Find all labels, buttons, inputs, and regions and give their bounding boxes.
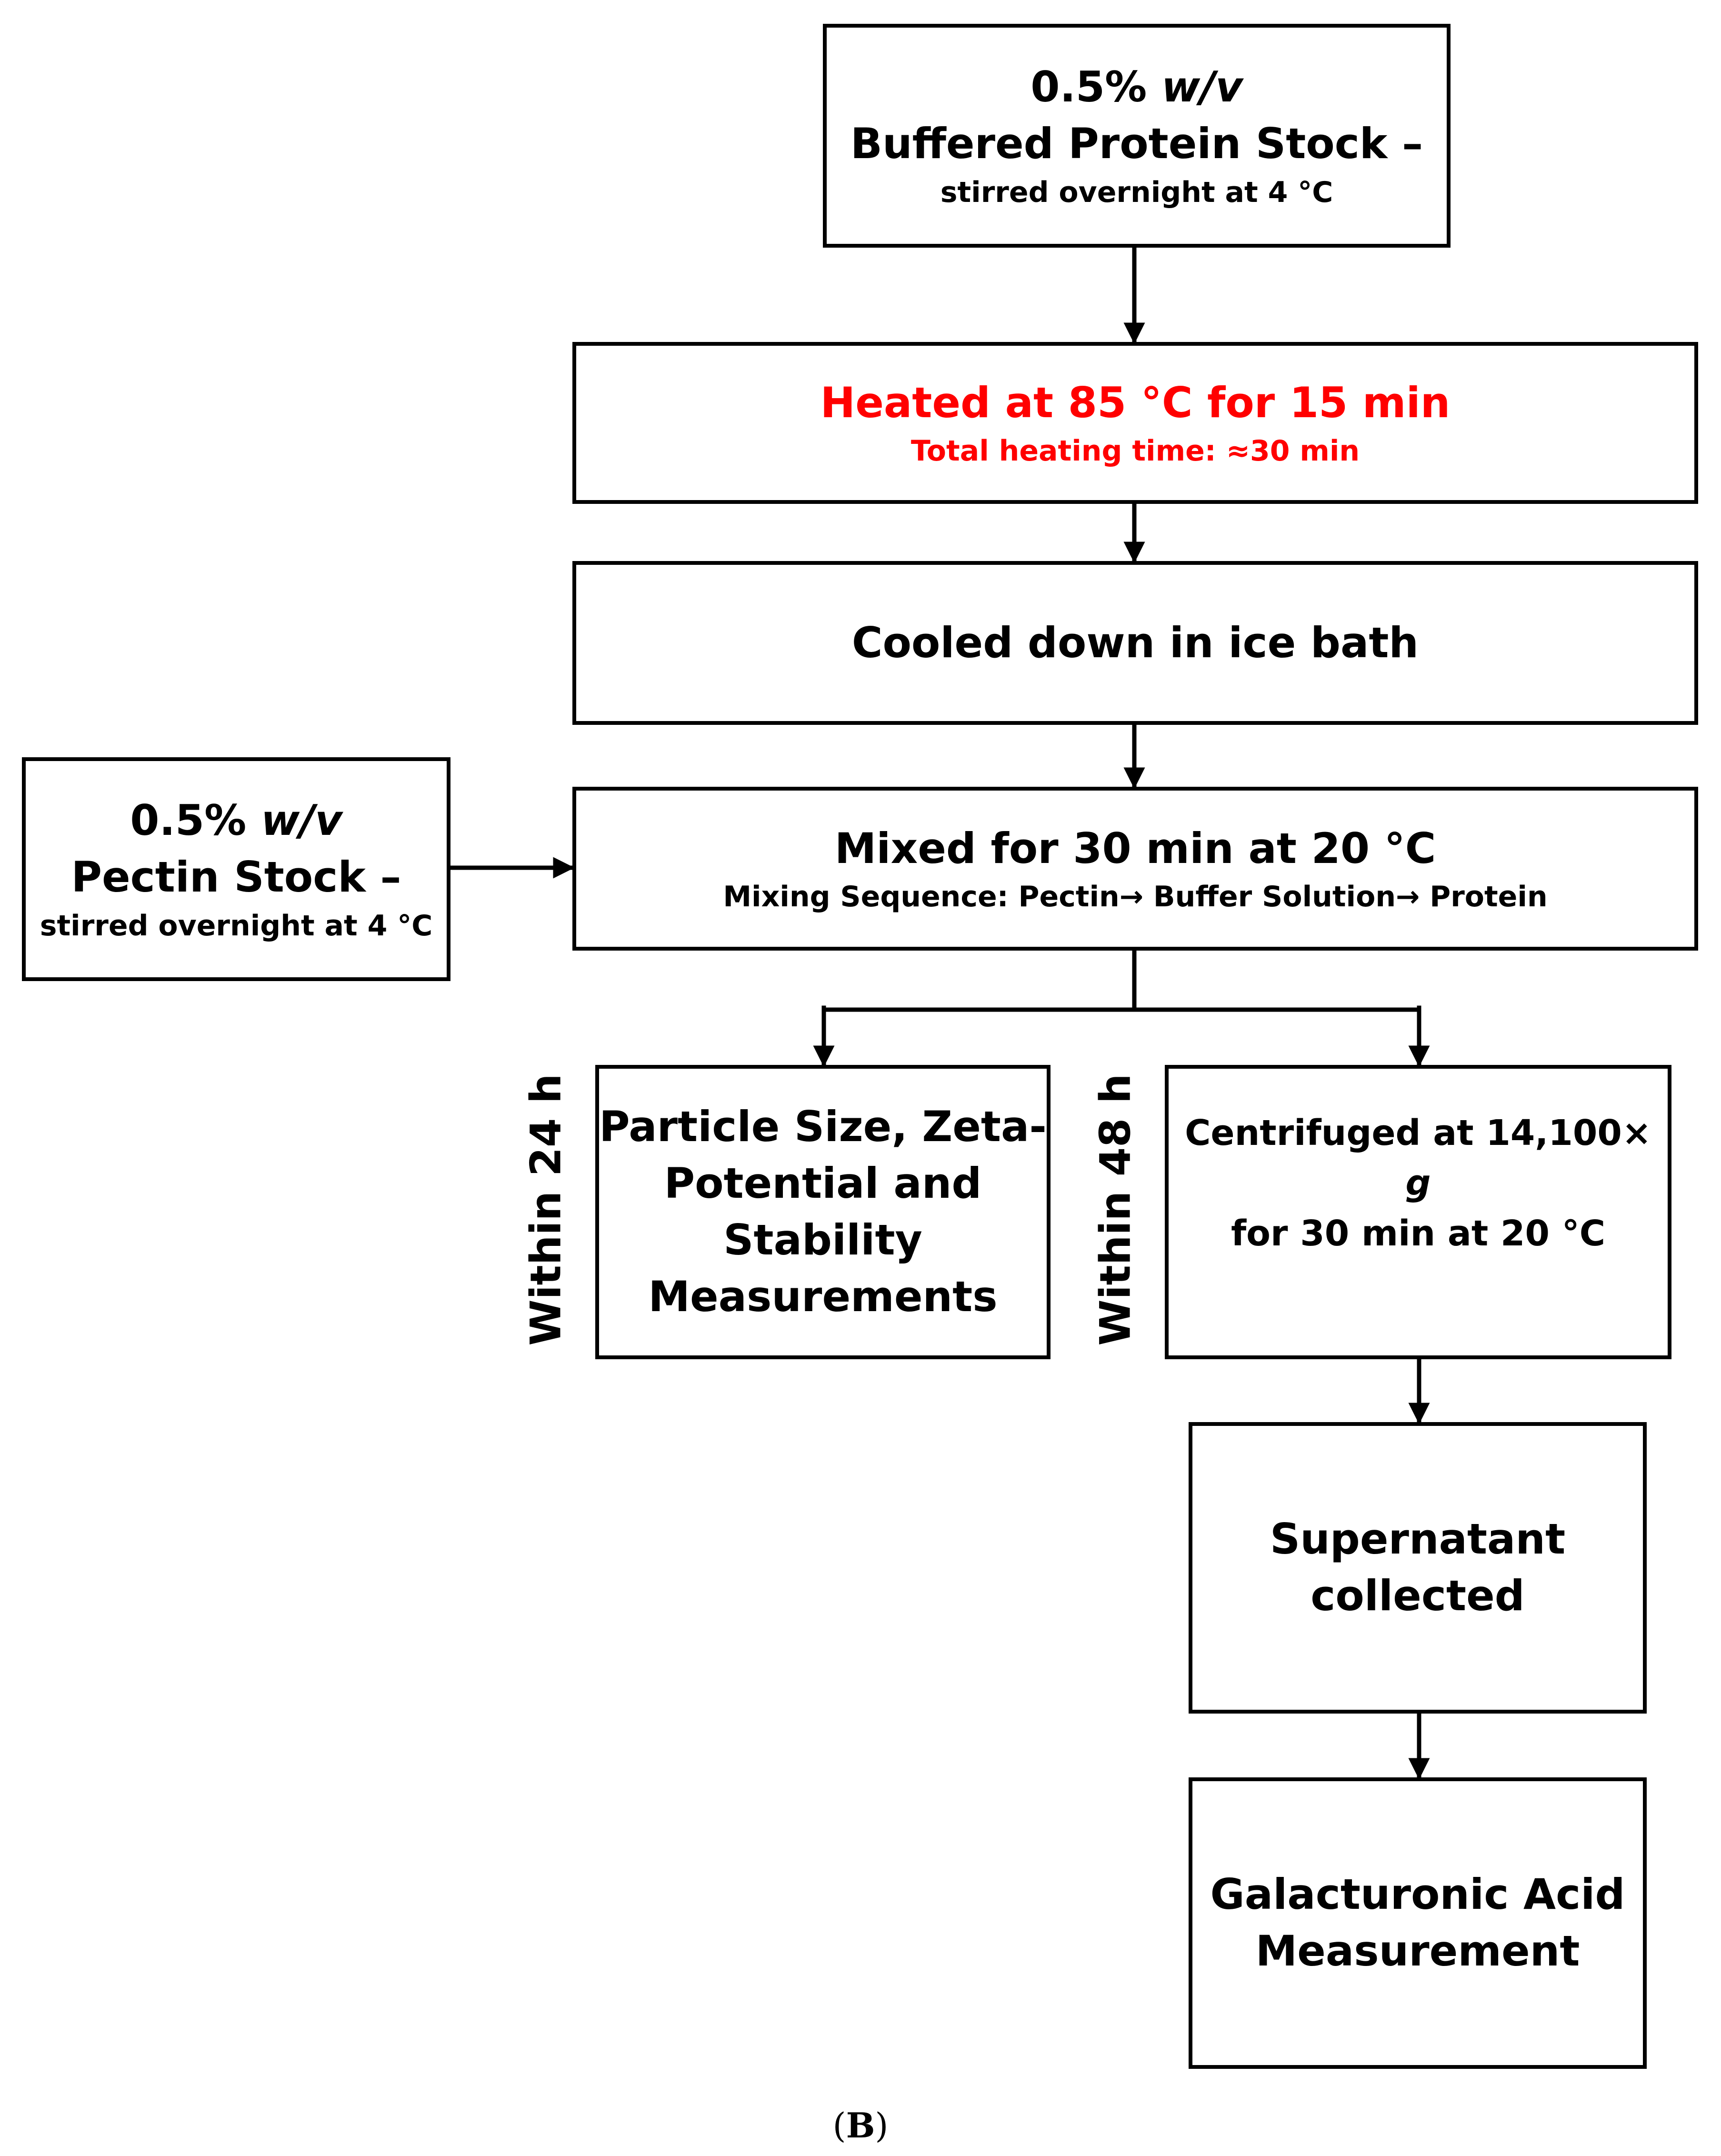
pectin-stock-concentration: 0.5% w/v — [130, 796, 342, 845]
measurements-line4: Measurements — [648, 1272, 998, 1321]
protein-stock-note: stirred overnight at 4 °C — [940, 175, 1333, 209]
mixing-sequence: Mixing Sequence: Pectin→ Buffer Solution… — [723, 880, 1548, 914]
protein-stock-title: Buffered Protein Stock – — [850, 119, 1423, 168]
heating-title: Heated at 85 °C for 15 min — [820, 378, 1451, 427]
within-24h-label: Within 24 h — [521, 1073, 570, 1346]
mixing-title: Mixed for 30 min at 20 °C — [834, 823, 1436, 873]
supernatant-box: Supernatant collected — [1189, 1422, 1647, 1714]
pectin-stock-title: Pectin Stock – — [71, 852, 401, 902]
measurements-box: Particle Size, Zeta- Potential and Stabi… — [595, 1065, 1051, 1359]
protein-stock-concentration: 0.5% w/v — [1031, 62, 1243, 112]
protein-stock-box: 0.5% w/v Buffered Protein Stock – stirre… — [823, 24, 1451, 248]
galacturonic-box: Galacturonic Acid Measurement — [1189, 1777, 1647, 2069]
galacturonic-line2: Measurement — [1255, 1926, 1580, 1975]
measurements-line1: Particle Size, Zeta- — [599, 1102, 1047, 1152]
centrifuge-box: Centrifuged at 14,100× g for 30 min at 2… — [1165, 1065, 1671, 1359]
figure-caption: (B) — [832, 2105, 889, 2146]
supernatant-line1: Supernatant — [1270, 1514, 1566, 1564]
mixing-box: Mixed for 30 min at 20 °C Mixing Sequenc… — [572, 787, 1698, 951]
galacturonic-line1: Galacturonic Acid — [1210, 1870, 1625, 1919]
supernatant-line2: collected — [1311, 1571, 1525, 1620]
heating-subtitle: Total heating time: ≈30 min — [911, 434, 1360, 468]
cooling-box: Cooled down in ice bath — [572, 561, 1698, 725]
sequence-arrow-icon: → — [1396, 880, 1420, 914]
measurements-line3: Stability — [723, 1215, 922, 1264]
measurements-line2: Potential and — [664, 1159, 982, 1208]
branch-connector-horizontal — [824, 948, 1421, 1012]
centrifuge-line2: for 30 min at 20 °C — [1231, 1213, 1606, 1254]
sequence-arrow-icon: → — [1119, 880, 1144, 914]
heating-box: Heated at 85 °C for 15 min Total heating… — [572, 342, 1698, 504]
cooling-title: Cooled down in ice bath — [851, 618, 1419, 667]
pectin-stock-note: stirred overnight at 4 °C — [40, 909, 433, 943]
within-48h-label: Within 48 h — [1091, 1073, 1140, 1346]
pectin-stock-box: 0.5% w/v Pectin Stock – stirred overnigh… — [22, 757, 450, 981]
centrifuge-line1: Centrifuged at 14,100× g — [1185, 1113, 1651, 1204]
